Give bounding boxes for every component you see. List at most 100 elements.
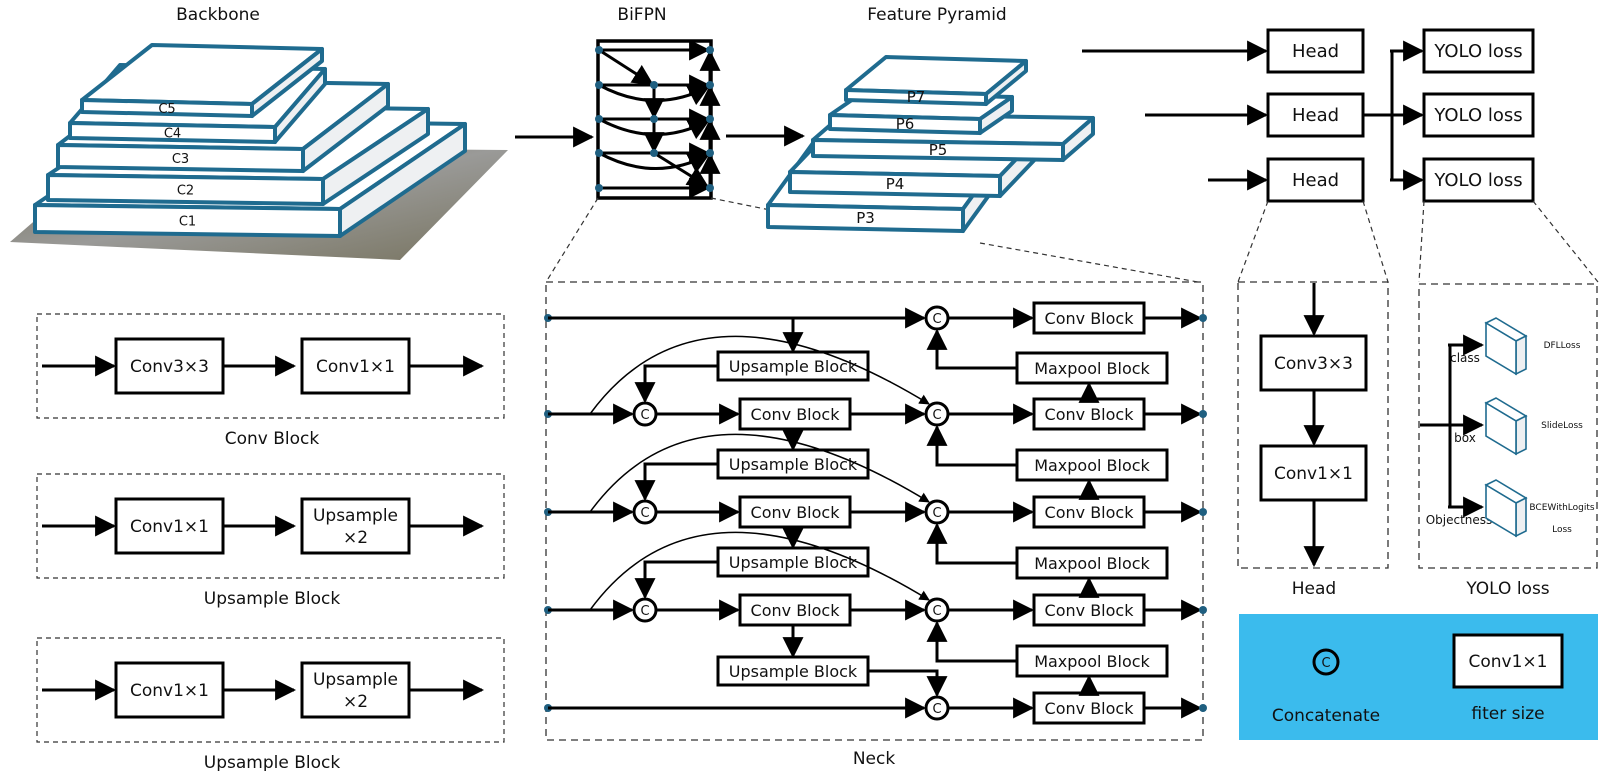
bifpn-output-node xyxy=(706,149,714,157)
neck-mid-conv-block-frame xyxy=(738,397,852,431)
neck-dashed-frame xyxy=(545,281,1204,741)
legend-filter-box-frame xyxy=(1452,633,1564,689)
pyramid-layer-p4-label: P4 xyxy=(886,175,905,193)
neck-upsample-block: Upsample Block xyxy=(716,546,870,578)
neck-skip-curve xyxy=(589,433,930,513)
block-second-layer: Upsample×2 xyxy=(300,497,411,555)
yolo-loss-box-3-label: YOLO loss xyxy=(1433,170,1522,191)
backbone-layer-c5-label: C5 xyxy=(158,102,175,117)
concat-symbol: C xyxy=(640,604,649,619)
concat-node: C xyxy=(632,401,658,427)
concat-symbol: C xyxy=(932,408,941,423)
neck-upsample-block: Upsample Block xyxy=(716,655,870,687)
yolo-loss-box-3-frame xyxy=(1422,157,1535,203)
loss-branch-label: class xyxy=(1450,351,1480,365)
head-box-1-label: Head xyxy=(1292,41,1339,62)
neck-output-conv-block-frame xyxy=(1032,691,1146,725)
backbone-layer-c2-label: C2 xyxy=(177,184,194,199)
block-caption: Conv Block xyxy=(225,429,320,449)
block-first-layer: Conv1×1 xyxy=(114,497,225,555)
block-caption: Upsample Block xyxy=(204,589,341,609)
feature-pyramid-title: Feature Pyramid xyxy=(867,5,1006,25)
neck-mid-conv-block-label: Conv Block xyxy=(751,503,841,522)
plate-front xyxy=(1485,483,1517,538)
loss-detail-title: YOLO loss xyxy=(1465,579,1549,599)
head-detail-conv1x1-label: Conv1×1 xyxy=(1274,464,1353,484)
backbone-layer-c2-front xyxy=(46,173,325,206)
yolo-loss-box-1-label: YOLO loss xyxy=(1433,41,1522,62)
neck-output-node xyxy=(1199,704,1207,712)
bifpn-topdown-arrow xyxy=(653,151,709,188)
head-detail-conv3x3-label: Conv3×3 xyxy=(1274,354,1353,374)
backbone-layer-c3-label: C3 xyxy=(172,152,189,167)
neck-upsample-block: Upsample Block xyxy=(716,350,870,382)
concat-node: C xyxy=(924,695,950,721)
concat-symbol: C xyxy=(640,506,649,521)
upsample-to-concat-connector xyxy=(634,462,718,502)
backbone-layer-c4-label: C4 xyxy=(164,127,181,142)
block-dashed-frame xyxy=(36,313,505,419)
loss-detail-frame xyxy=(1418,283,1598,569)
pyramid-layer-p5-front xyxy=(811,138,1065,162)
pyramid-layer-p4-front xyxy=(788,170,1002,198)
upsample-to-concat-connector xyxy=(634,560,718,600)
concat-symbol: C xyxy=(640,408,649,423)
neck-output-conv-block: Conv Block xyxy=(1032,495,1146,529)
yolo-loss-box-1: YOLO loss xyxy=(1422,28,1535,74)
neck-mid-conv-block-label: Conv Block xyxy=(751,405,841,424)
legend-concat-label: Concatenate xyxy=(1272,706,1380,726)
plate-side xyxy=(1515,414,1527,456)
loss-name-label: DFLLoss xyxy=(1544,341,1581,351)
head-detail-title: Head xyxy=(1292,579,1336,599)
block-first-layer-label: Conv1×1 xyxy=(130,681,209,701)
concat-node: C xyxy=(632,499,658,525)
backbone-title: Backbone xyxy=(176,5,260,25)
block-first-layer: Conv3×3 xyxy=(114,337,225,395)
backbone-layer-c1-front xyxy=(33,203,342,238)
plate-front xyxy=(1485,401,1517,456)
pyramid-layer-p7: P7 xyxy=(844,55,1028,106)
pyramid-layer-p3-front xyxy=(766,203,965,233)
concat-icon-symbol: C xyxy=(1321,656,1330,671)
bifpn-output-node xyxy=(706,81,714,89)
maxpool-to-concat-connector xyxy=(926,424,1017,467)
bifpn-input-node xyxy=(595,81,603,89)
head-box-2-label: Head xyxy=(1292,105,1339,126)
backbone-layer-c4-front xyxy=(68,121,277,144)
loss-plate-icon xyxy=(1484,317,1528,376)
neck-output-conv-block-label: Conv Block xyxy=(1045,309,1135,328)
neck-upsample-block-label: Upsample Block xyxy=(729,553,858,572)
block-first-layer-frame xyxy=(114,661,225,719)
block-first-layer-label: Conv1×1 xyxy=(130,517,209,537)
neck-output-conv-block: Conv Block xyxy=(1032,691,1146,725)
bifpn-output-node xyxy=(706,184,714,192)
bifpn-topdown-arrow xyxy=(598,48,654,86)
legend-filter-box: Conv1×1 xyxy=(1452,633,1564,689)
backbone-layer-c3-front xyxy=(56,143,305,173)
neck-mid-conv-block: Conv Block xyxy=(738,593,852,627)
neck-maxpool-block: Maxpool Block xyxy=(1015,546,1169,580)
head-box-1: Head xyxy=(1266,28,1365,74)
zoom-guide-line xyxy=(1532,200,1599,283)
legend-concat-symbol: C xyxy=(1312,648,1340,676)
loss-name-label: Loss xyxy=(1552,525,1572,535)
zoom-guide-line xyxy=(1237,200,1269,283)
neck-output-conv-block: Conv Block xyxy=(1032,301,1146,335)
bifpn-input-node xyxy=(595,46,603,54)
neck-maxpool-block-label: Maxpool Block xyxy=(1034,554,1150,573)
head-box-3-frame xyxy=(1266,157,1365,203)
neck-output-node xyxy=(1199,508,1207,516)
head-detail-conv3x3: Conv3×3 xyxy=(1259,334,1368,392)
neck-mid-conv-block-label: Conv Block xyxy=(751,601,841,620)
concat-symbol: C xyxy=(932,702,941,717)
pyramid-layer-p6-front xyxy=(828,113,982,135)
bifpn-intermediate-node xyxy=(650,115,658,123)
head-box-1-frame xyxy=(1266,28,1365,74)
bifpn-intermediate-node xyxy=(650,81,658,89)
neck-upsample-block-label: Upsample Block xyxy=(729,357,858,376)
block-dashed-frame xyxy=(36,637,505,743)
